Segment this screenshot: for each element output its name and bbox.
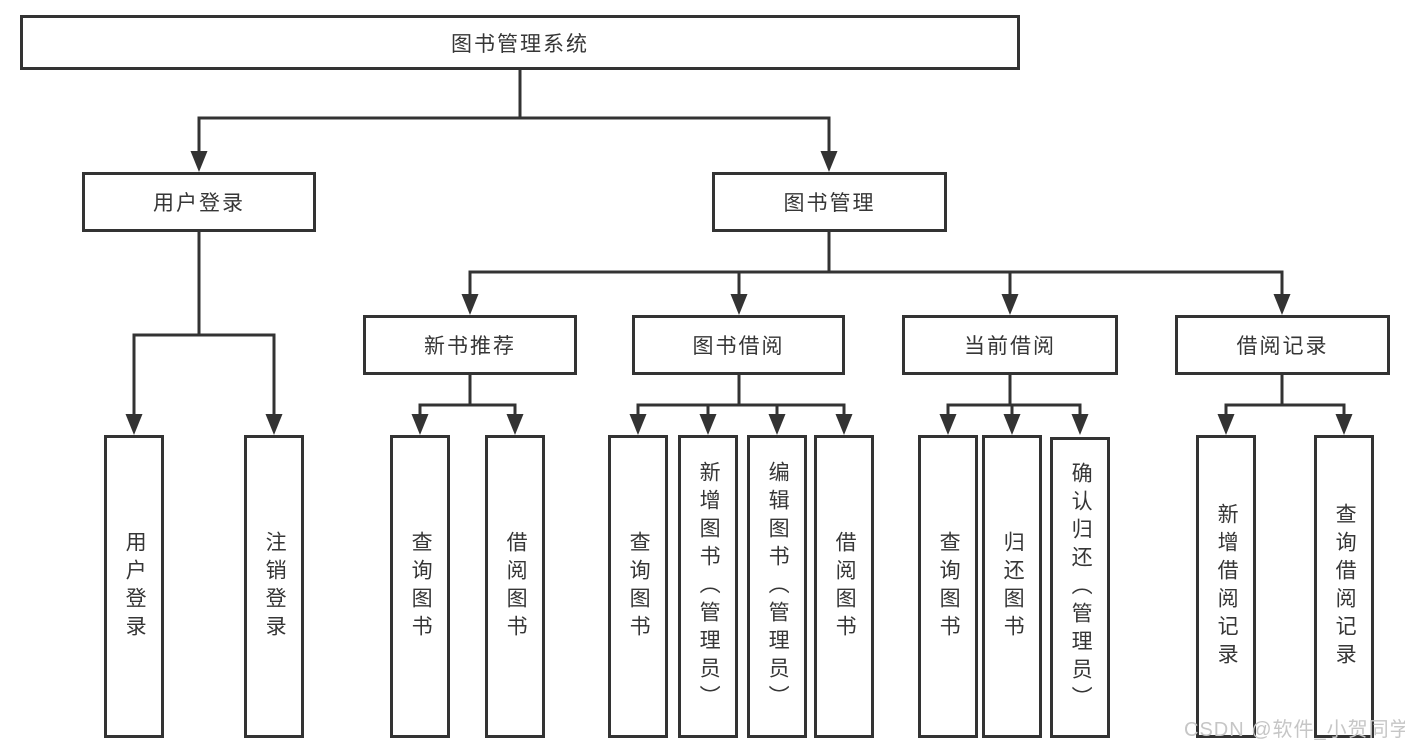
- node-label: 借阅图书: [504, 530, 528, 643]
- connector-user-login-to-leaves: [125, 232, 283, 435]
- connector-current-borrowing-to-leaves: [939, 375, 1089, 435]
- leaf-query-books-current: 查询图书: [918, 435, 978, 738]
- node-label: 当前借阅: [964, 335, 1056, 358]
- node-label: 查询图书: [937, 530, 961, 643]
- node-label: 查询图书: [627, 530, 651, 643]
- node-label: 新增借阅记录: [1215, 502, 1239, 671]
- node-user-login: 用户登录: [82, 172, 316, 232]
- leaf-query-books-recommend: 查询图书: [390, 435, 450, 738]
- leaf-confirm-return-admin: 确认归还（管理员）: [1050, 437, 1110, 738]
- leaf-edit-book-admin: 编辑图书（管理员）: [747, 435, 807, 738]
- connector-book-management-to-level3: [461, 232, 1291, 315]
- leaf-add-borrow-record: 新增借阅记录: [1196, 435, 1256, 738]
- node-label: 图书管理: [783, 192, 876, 215]
- node-book-borrowing: 图书借阅: [632, 315, 845, 375]
- node-label: 借阅图书: [833, 530, 857, 643]
- node-current-borrowing: 当前借阅: [902, 315, 1118, 375]
- node-label: 图书借阅: [692, 335, 785, 358]
- node-label: 借阅记录: [1236, 335, 1329, 358]
- node-new-book-recommend: 新书推荐: [363, 315, 577, 375]
- leaf-borrow-books-borrowing: 借阅图书: [814, 435, 874, 738]
- leaf-query-books-borrowing: 查询图书: [608, 435, 668, 738]
- connector-borrowing-records-to-leaves: [1217, 375, 1353, 435]
- node-label: 查询图书: [409, 530, 433, 643]
- connector-root-to-level2: [190, 70, 838, 172]
- node-label: 确认归还（管理员）: [1069, 461, 1093, 714]
- node-label: 编辑图书（管理员）: [766, 460, 790, 713]
- leaf-user-login: 用户登录: [104, 435, 164, 738]
- node-label: 查询借阅记录: [1333, 502, 1357, 671]
- node-label: 图书管理系统: [451, 32, 589, 56]
- node-label: 注销登录: [263, 530, 287, 643]
- node-library-system: 图书管理系统: [20, 15, 1020, 70]
- node-book-management: 图书管理: [712, 172, 947, 232]
- connector-new-book-recommend-to-leaves: [411, 375, 524, 435]
- leaf-logout-login: 注销登录: [244, 435, 304, 738]
- node-label: 用户登录: [153, 192, 245, 215]
- leaf-query-borrow-record: 查询借阅记录: [1314, 435, 1374, 738]
- connector-book-borrowing-to-leaves: [629, 375, 853, 435]
- leaf-add-book-admin: 新增图书（管理员）: [678, 435, 738, 738]
- leaf-return-books: 归还图书: [982, 435, 1042, 738]
- node-label: 新书推荐: [424, 335, 516, 358]
- node-label: 归还图书: [1001, 530, 1025, 643]
- node-borrowing-records: 借阅记录: [1175, 315, 1390, 375]
- leaf-borrow-books-recommend: 借阅图书: [485, 435, 545, 738]
- node-label: 新增图书（管理员）: [697, 460, 721, 713]
- watermark-text: CSDN @软件_小贺同学: [1184, 719, 1405, 741]
- node-label: 用户登录: [123, 530, 147, 643]
